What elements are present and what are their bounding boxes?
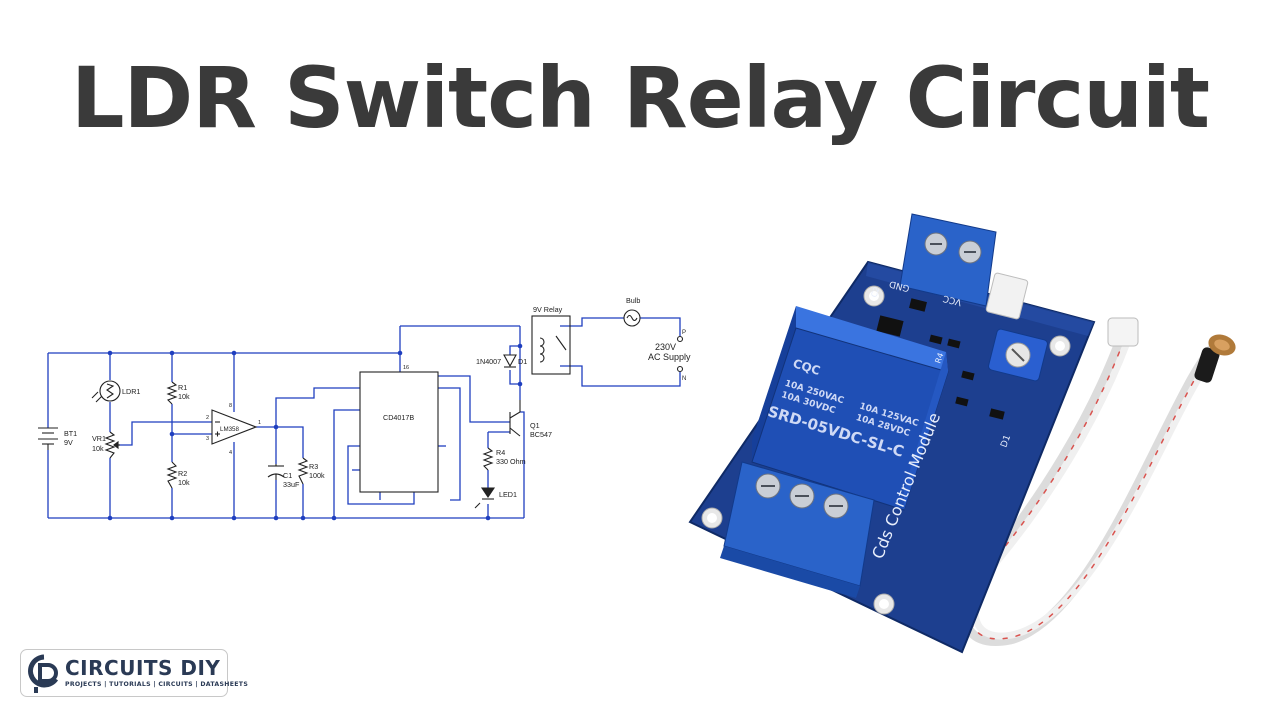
logo-tagline: PROJECTS | TUTORIALS | CIRCUITS | DATASH… [65,681,249,688]
label-supply-name: AC Supply [648,352,691,362]
relay-component: CQC 10A 250VAC 10A 30VDC 10A 125VAC 10A … [751,306,949,511]
label-r1: R1 [178,383,187,392]
label-vr1: VR1 [92,434,106,443]
logo-name: CIRCUITS DIY [65,656,221,680]
label-ldr1: LDR1 [122,387,140,396]
label-q1-value: BC547 [530,430,552,439]
schematic-junctions [107,343,523,521]
label-r3-value: 100k [309,471,325,480]
sensor-connector [985,272,1029,320]
page-title: LDR Switch Relay Circuit [70,49,1210,147]
silk-d1: D1 [999,434,1013,449]
schematic-labels: BT1 9V LDR1 VR1 10k R1 10k R2 10k LM358 … [64,296,691,499]
label-relay: 9V Relay [533,305,563,314]
silk-gnd: GND [888,278,911,293]
label-vr1-value: 10k [92,444,104,453]
label-pin-3: 3 [206,436,209,442]
label-c1-value: 33uF [283,480,300,489]
screw-terminal-3pin [720,461,875,598]
silk-vcc: VCC [942,293,963,307]
label-r4: R4 [496,448,505,457]
schematic-wires [47,317,681,519]
potentiometer [988,328,1048,382]
smd-components [876,298,1005,420]
logo-mark-icon [28,654,59,693]
silk-r4: R4 [933,352,945,365]
label-r2: R2 [178,469,187,478]
ldr-sensor [1194,334,1236,383]
ldr-cable [960,335,1226,646]
ldr-cable-connector [1107,317,1139,347]
label-opamp: LM358 [220,426,239,433]
label-supply-p: P [682,330,686,336]
circuit-schematic: BT1 9V LDR1 VR1 10k R1 10k R2 10k LM358 … [38,296,691,521]
label-r2-value: 10k [178,478,190,487]
label-pin-1: 1 [258,420,261,426]
label-q1: Q1 [530,421,540,430]
label-r3: R3 [309,462,318,471]
label-r1-value: 10k [178,392,190,401]
label-bt1-value: 9V [64,438,73,447]
silk-c2: C2 [869,286,881,299]
label-ic: CD4017B [383,413,414,422]
label-supply-n: N [682,376,686,382]
label-bt1: BT1 [64,429,77,438]
label-pin-8: 8 [229,403,232,409]
label-led1: LED1 [499,490,517,499]
screw-terminal-2pin [899,213,997,307]
label-d1: D1 [518,357,527,366]
label-supply-voltage: 230V [655,342,676,352]
label-ic-pin-16: 16 [403,365,409,371]
label-r4-value: 330 Ohm [496,457,526,466]
label-bulb: Bulb [626,296,640,305]
brand-logo: CIRCUITS DIY PROJECTS | TUTORIALS | CIRC… [20,649,248,697]
mounting-holes [701,285,1071,615]
label-diode: 1N4007 [476,357,501,366]
label-pin-4: 4 [229,450,232,456]
schematic-components [38,309,684,509]
label-pin-2: 2 [206,415,209,421]
label-c1: C1 [283,471,292,480]
